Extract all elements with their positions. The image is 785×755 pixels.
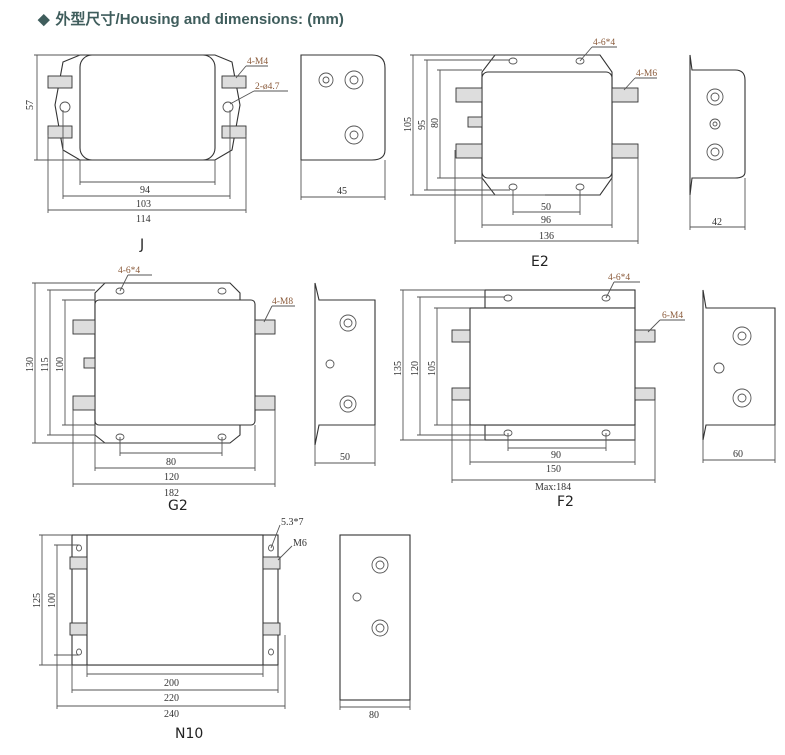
f2-depth-label: 60	[733, 449, 743, 460]
f2-dim-90: 90	[551, 450, 561, 461]
f2-terminals	[451, 329, 656, 401]
e2-note-screws: 4-M6	[636, 69, 657, 79]
g2-depth-label: 50	[340, 452, 350, 463]
f2-height-120: 120	[410, 361, 421, 376]
g2-note-screws: 4-M8	[272, 297, 293, 307]
g2-height-115: 115	[40, 357, 51, 372]
f2-dim-max184: Max:184	[535, 482, 571, 493]
f2-dim-150: 150	[546, 464, 561, 475]
n10-terminals	[69, 556, 281, 636]
drawing-j: 57 94 103 114 4-M4 2-ø4.7 45 J	[25, 54, 386, 253]
e2-height-95: 95	[417, 120, 428, 130]
drawing-g2: 130 115 100 80 120 182 4-6*4 4-M8 50 G2	[25, 266, 376, 514]
e2-depth-label: 42	[712, 217, 722, 228]
g2-dim-120: 120	[164, 472, 179, 483]
j-model-label: J	[139, 237, 144, 253]
section-title-text: 外型尺寸/Housing and dimensions: (mm)	[55, 11, 344, 28]
g2-model-label: G2	[168, 498, 188, 514]
j-height-label: 57	[25, 100, 36, 110]
g2-height-130: 130	[25, 357, 36, 372]
section-title: ◆ 外型尺寸/Housing and dimensions: (mm)	[38, 8, 344, 29]
g2-side-view	[314, 282, 376, 446]
n10-depth-label: 80	[369, 710, 379, 721]
e2-dim-136: 136	[539, 231, 554, 242]
n10-dim-200: 200	[164, 678, 179, 689]
e2-side-view	[689, 54, 746, 196]
j-note-holes: 2-ø4.7	[255, 82, 280, 92]
drawing-n10: 125 100 200 220 240 5.3*7 M6 80 N10	[32, 517, 411, 742]
f2-model-label: F2	[557, 494, 574, 510]
g2-height-100: 100	[55, 357, 66, 372]
f2-side-view	[702, 289, 776, 441]
diamond-bullet-icon: ◆	[38, 11, 50, 28]
f2-note-screws: 6-M4	[662, 311, 683, 321]
j-depth-label: 45	[337, 186, 347, 197]
n10-height-100: 100	[47, 593, 58, 608]
n10-dim-240: 240	[164, 709, 179, 720]
g2-dim-80: 80	[166, 457, 176, 468]
j-mount-hole	[59, 101, 71, 113]
j-body	[79, 54, 216, 161]
drawing-e2: 105 95 80 50 96 136 4-6*4 4-M6 42 E2	[403, 38, 746, 270]
e2-height-105: 105	[403, 117, 414, 132]
f2-bottom-plate	[484, 424, 636, 441]
e2-model-label: E2	[531, 254, 549, 270]
e2-dim-50: 50	[541, 202, 551, 213]
f2-body	[469, 307, 636, 426]
g2-body	[94, 299, 256, 426]
f2-height-135: 135	[393, 361, 404, 376]
f2-top-plate	[484, 289, 636, 309]
g2-note-holes: 4-6*4	[118, 266, 140, 276]
g2-dim-182: 182	[164, 488, 179, 499]
n10-note-screws: M6	[293, 538, 307, 549]
f2-height-105: 105	[427, 361, 438, 376]
j-dim-103: 103	[136, 199, 151, 210]
j-terminals	[47, 75, 247, 139]
e2-note-holes: 4-6*4	[593, 38, 615, 48]
n10-note-holes: 5.3*7	[281, 517, 304, 528]
f2-note-holes: 4-6*4	[608, 273, 630, 283]
j-dim-94: 94	[140, 185, 150, 196]
n10-side-view	[339, 534, 411, 701]
n10-height-125: 125	[32, 593, 43, 608]
n10-dim-220: 220	[164, 693, 179, 704]
e2-dim-96: 96	[541, 215, 551, 226]
j-mount-hole	[222, 101, 234, 113]
n10-body	[86, 534, 264, 666]
j-side-view	[300, 54, 386, 161]
j-note-screws: 4-M4	[247, 57, 268, 67]
e2-height-80: 80	[430, 118, 441, 128]
j-dim-114: 114	[136, 214, 151, 225]
n10-model-label: N10	[175, 726, 203, 742]
e2-terminals	[455, 87, 639, 159]
e2-body	[481, 71, 613, 179]
drawing-f2: 135 120 105 90 150 Max:184 4-6*4 6-M4 60…	[393, 273, 776, 510]
